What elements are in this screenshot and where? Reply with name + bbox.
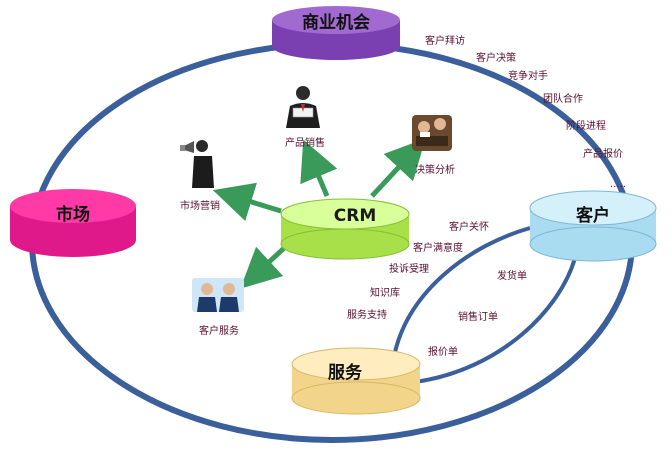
arc-label-product-quote: 产品报价 (583, 147, 623, 160)
market-marketing-label: 市场营销 (180, 199, 220, 212)
crm-label: CRM (334, 206, 376, 226)
market-node: 市场 (10, 189, 136, 257)
connector-curve-left (393, 226, 531, 353)
inner-label-service-support: 服务支持 (347, 308, 387, 321)
arc-label-team-cooperation: 团队合作 (543, 92, 583, 105)
businessman-icon (286, 86, 320, 128)
arc-label-ellipsis: ..... (610, 179, 626, 190)
inner-label-quotation: 报价单 (428, 345, 458, 358)
inner-label-customer-care: 客户关怀 (449, 220, 489, 233)
inner-label-sales-order: 销售订单 (458, 310, 498, 323)
arrow-to-market-marketing (212, 182, 282, 221)
product-sales-label: 产品销售 (285, 136, 325, 149)
customer-label: 客户 (575, 205, 610, 226)
business-label: 商业机会 (302, 12, 370, 33)
crm-bottom (280, 228, 410, 260)
arrow-to-product-sales (300, 139, 338, 197)
arc-label-customer-decision: 客户决策 (476, 51, 516, 64)
inner-label-delivery-note: 发货单 (497, 269, 527, 282)
arrow-to-decision-analysis (370, 138, 426, 198)
customer-service-label: 客户服务 (199, 324, 239, 337)
service-label: 服务 (328, 362, 363, 383)
customer-node: 客户 (529, 190, 657, 262)
business-node: 商业机会 (272, 6, 400, 60)
customer-top (529, 190, 657, 226)
meeting-icon (412, 115, 452, 151)
market-label: 市场 (56, 204, 90, 225)
business-bottom (272, 32, 400, 60)
crm-node: CRM (280, 198, 410, 260)
service-node: 服务 (291, 347, 421, 415)
customer-bottom (529, 226, 657, 262)
market-bottom (10, 223, 136, 257)
connector-curve-right (414, 257, 577, 384)
service-top (291, 347, 421, 381)
market-top (10, 189, 136, 223)
decision-analysis-label: 决策分析 (415, 163, 455, 176)
arc-label-stage-progress: 阶段进程 (566, 119, 606, 132)
arc-label-customer-visit: 客户拜访 (425, 34, 465, 47)
megaphone-person-icon (180, 140, 214, 188)
business-top (272, 6, 400, 34)
service-bottom (291, 381, 421, 415)
inner-label-knowledge-base: 知识库 (370, 286, 400, 299)
inner-label-complaint-handling: 投诉受理 (389, 262, 429, 275)
service-staff-icon (192, 278, 244, 312)
inner-label-customer-satisfaction: 客户满意度 (413, 241, 463, 254)
arc-label-competitor: 竞争对手 (508, 69, 548, 82)
crm-top (280, 198, 410, 230)
